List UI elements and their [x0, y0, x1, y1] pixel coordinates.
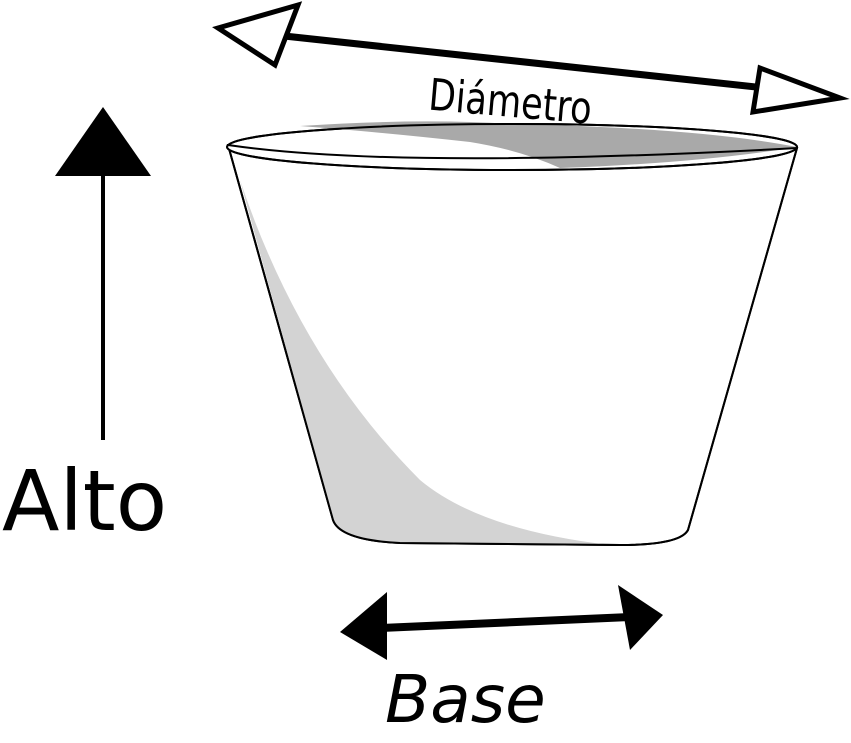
base-label: Base	[385, 661, 546, 738]
pot-illustration	[226, 121, 799, 547]
height-arrow	[55, 107, 151, 440]
height-label: Alto	[2, 452, 167, 550]
base-arrow	[340, 585, 663, 660]
diameter-arrow	[212, 1, 850, 116]
